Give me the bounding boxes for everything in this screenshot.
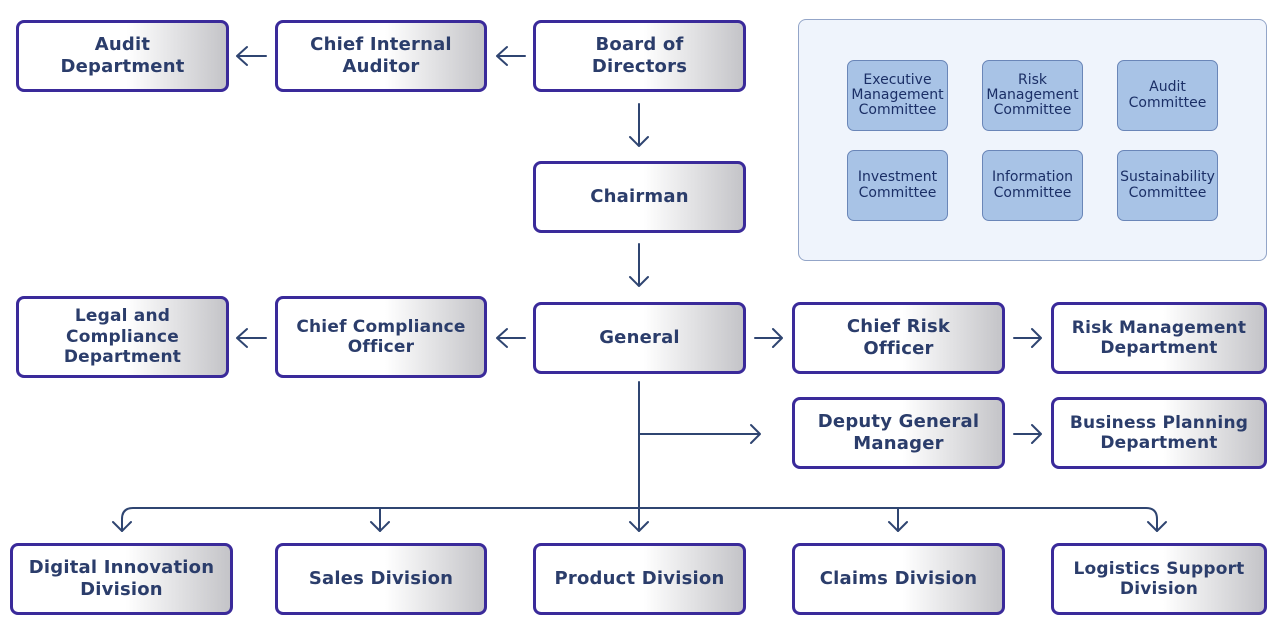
sustainability-committee[interactable]: Sustainability Committee (1117, 150, 1218, 221)
digital-innovation-division-box[interactable]: Digital Innovation Division (10, 543, 233, 615)
distribution-bar (121, 507, 1158, 532)
legal-compliance-department-box[interactable]: Legal and Compliance Department (16, 296, 229, 378)
committees-panel: Executive Management Committee Risk Mana… (798, 19, 1267, 261)
risk-management-department-box[interactable]: Risk Management Department (1051, 302, 1267, 374)
arrow-auditor-to-audit-dept (236, 46, 267, 66)
executive-management-committee[interactable]: Executive Management Committee (847, 60, 948, 131)
arrow-trunk-to-deputy (638, 424, 761, 444)
arrow-board-to-auditor (496, 46, 526, 66)
chairman-box[interactable]: Chairman (533, 161, 746, 233)
chief-internal-auditor-box[interactable]: Chief Internal Auditor (275, 20, 487, 92)
claims-division-box[interactable]: Claims Division (792, 543, 1005, 615)
chief-risk-officer-box[interactable]: Chief Risk Officer (792, 302, 1005, 374)
sales-division-box[interactable]: Sales Division (275, 543, 487, 615)
arrow-deputy-to-planning (1013, 424, 1042, 444)
business-planning-department-box[interactable]: Business Planning Department (1051, 397, 1267, 469)
arrow-board-to-chairman (629, 103, 649, 147)
arrow-general-to-compliance (496, 328, 526, 348)
logistics-support-division-box[interactable]: Logistics Support Division (1051, 543, 1267, 615)
arrow-chairman-to-general (629, 243, 649, 287)
arrow-risk-officer-to-rm-dept (1013, 328, 1042, 348)
audit-department-box[interactable]: Audit Department (16, 20, 229, 92)
deputy-general-manager-box[interactable]: Deputy General Manager (792, 397, 1005, 469)
arrow-general-to-risk-officer (754, 328, 783, 348)
information-committee[interactable]: Information Committee (982, 150, 1083, 221)
chief-compliance-officer-box[interactable]: Chief Compliance Officer (275, 296, 487, 378)
arrow-compliance-to-legal (236, 328, 267, 348)
general-box[interactable]: General (533, 302, 746, 374)
audit-committee[interactable]: Audit Committee (1117, 60, 1218, 131)
board-of-directors-box[interactable]: Board of Directors (533, 20, 746, 92)
product-division-box[interactable]: Product Division (533, 543, 746, 615)
risk-management-committee[interactable]: Risk Management Committee (982, 60, 1083, 131)
investment-committee[interactable]: Investment Committee (847, 150, 948, 221)
